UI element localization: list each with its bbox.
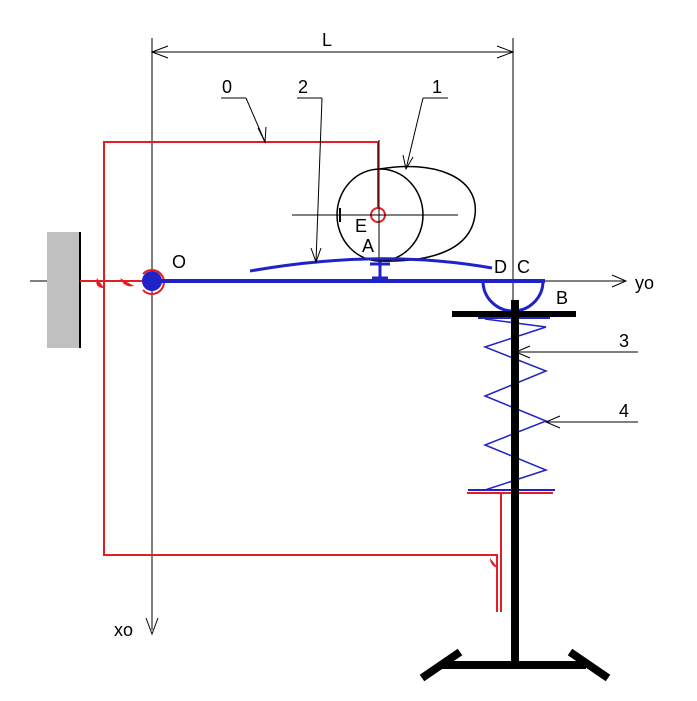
label-axis-yo: yo <box>635 273 654 293</box>
spring-4 <box>482 318 549 491</box>
label-point-E: E <box>355 216 367 236</box>
cam-1 <box>292 140 476 262</box>
lever-link-2 <box>152 257 545 313</box>
frame-link-0 <box>80 141 553 612</box>
label-point-O: O <box>172 252 186 272</box>
pivot-O <box>142 271 162 291</box>
label-axis-xo: xo <box>114 620 133 640</box>
dimension-L <box>150 45 515 59</box>
label-point-A: A <box>362 236 374 256</box>
label-pointer-2: 2 <box>298 77 308 97</box>
x-axis-arrow <box>145 617 159 636</box>
label-point-B: B <box>556 288 568 308</box>
support-rod-3 <box>419 300 611 682</box>
label-pointer-3: 3 <box>619 331 629 351</box>
axes <box>30 38 628 636</box>
label-pointer-0: 0 <box>222 77 232 97</box>
label-point-C: C <box>517 257 530 277</box>
label-point-D: D <box>494 257 507 277</box>
label-pointer-1: 1 <box>432 77 442 97</box>
y-axis-arrow <box>611 274 628 288</box>
label-L: L <box>322 30 332 50</box>
leader-lines <box>221 97 638 429</box>
wall-block <box>47 232 79 348</box>
label-pointer-4: 4 <box>619 401 629 421</box>
